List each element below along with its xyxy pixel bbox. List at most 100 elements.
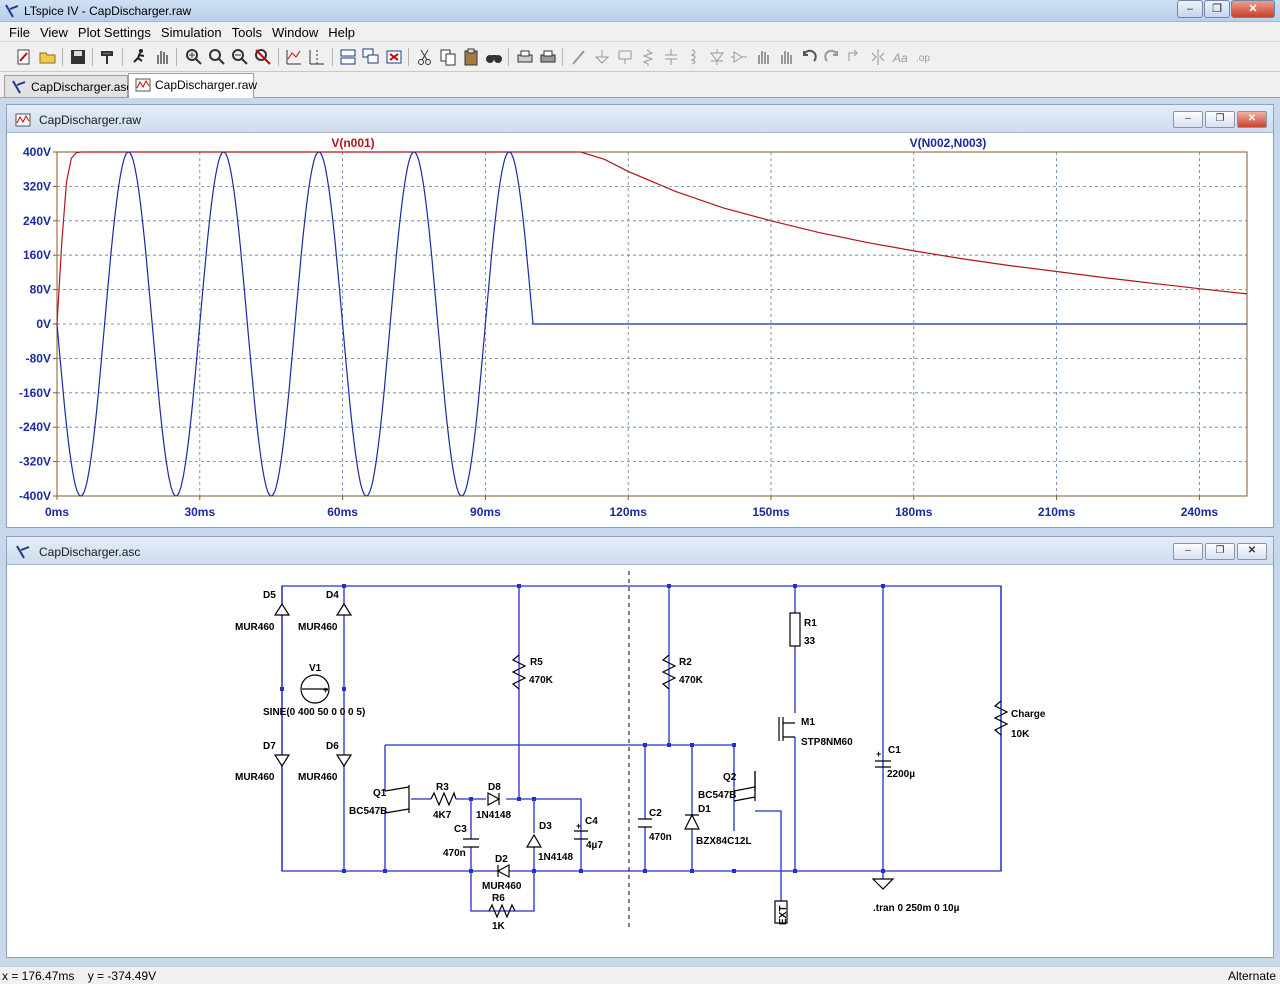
pan-icon[interactable] (207, 47, 227, 67)
close-windows-icon[interactable] (384, 47, 404, 67)
label-c2[interactable]: C2 (649, 808, 662, 819)
redo-icon[interactable] (822, 47, 842, 67)
zoom-fit-icon[interactable] (253, 47, 273, 67)
value-c2[interactable]: 470n (649, 832, 672, 843)
value-q2[interactable]: BC547B (698, 790, 736, 801)
find-icon[interactable] (484, 47, 504, 67)
menu-view[interactable]: View (39, 25, 68, 40)
value-d8[interactable]: 1N4148 (476, 810, 511, 821)
net-label-icon[interactable] (615, 47, 635, 67)
label-d8[interactable]: D8 (488, 782, 501, 793)
menu-tools[interactable]: Tools (231, 25, 262, 40)
value-d6[interactable]: MUR460 (298, 772, 338, 783)
diode-icon[interactable] (707, 47, 727, 67)
label-d3[interactable]: D3 (539, 821, 552, 832)
value-d4[interactable]: MUR460 (298, 622, 338, 633)
value-r3[interactable]: 4K7 (433, 810, 452, 821)
move-hand-icon[interactable] (753, 47, 773, 67)
label-q2[interactable]: Q2 (723, 772, 737, 783)
rotate-icon[interactable] (845, 47, 865, 67)
capacitor-icon[interactable] (661, 47, 681, 67)
trace-label-v-n001[interactable]: V(n001) (331, 136, 374, 150)
mirror-icon[interactable] (868, 47, 888, 67)
trace-label-v-n002-n003[interactable]: V(N002,N003) (910, 136, 987, 150)
menu-help[interactable]: Help (328, 25, 355, 40)
label-r6[interactable]: R6 (492, 893, 505, 904)
autorange-icon[interactable] (284, 47, 304, 67)
value-d3[interactable]: 1N4148 (538, 852, 573, 863)
minimize-button[interactable]: – (1173, 111, 1203, 128)
cut-icon[interactable] (415, 47, 435, 67)
value-c1[interactable]: 2200µ (887, 769, 915, 780)
value-q1[interactable]: BC547B (349, 806, 387, 817)
close-button[interactable]: ✕ (1231, 0, 1275, 18)
cursor-icon[interactable] (307, 47, 327, 67)
value-r1[interactable]: 33 (804, 636, 816, 647)
tab-waveform[interactable]: CapDischarger.raw (128, 73, 257, 98)
value-r6[interactable]: 1K (492, 921, 506, 932)
label-d7[interactable]: D7 (263, 741, 276, 752)
undo-icon[interactable] (799, 47, 819, 67)
value-m1[interactable]: STP8NM60 (801, 737, 853, 748)
menu-file[interactable]: File (9, 25, 30, 40)
label-charge[interactable]: Charge (1011, 709, 1046, 720)
halt-hand-icon[interactable] (152, 47, 172, 67)
text-icon[interactable]: Aa (891, 47, 911, 67)
value-d7[interactable]: MUR460 (235, 772, 275, 783)
label-r1[interactable]: R1 (804, 618, 817, 629)
tile-horizontal-icon[interactable] (338, 47, 358, 67)
component-icon[interactable] (730, 47, 750, 67)
menu-window[interactable]: Window (271, 25, 319, 40)
label-c3[interactable]: C3 (454, 824, 467, 835)
menu-plot-settings[interactable]: Plot Settings (77, 25, 151, 40)
cascade-icon[interactable] (361, 47, 381, 67)
new-schematic-icon[interactable] (14, 47, 34, 67)
value-charge[interactable]: 10K (1011, 729, 1030, 740)
print-preview-icon[interactable] (515, 47, 535, 67)
value-c4[interactable]: 4µ7 (586, 840, 603, 851)
value-r5[interactable]: 470K (529, 675, 554, 686)
label-q1[interactable]: Q1 (373, 788, 387, 799)
label-d6[interactable]: D6 (326, 741, 339, 752)
maximize-button[interactable]: ❐ (1204, 0, 1230, 18)
run-icon[interactable] (130, 47, 150, 67)
print-icon[interactable] (538, 47, 558, 67)
value-v1[interactable]: SINE(0 400 50 0 0 0 5) (263, 707, 365, 718)
draw-wire-icon[interactable] (569, 47, 589, 67)
label-d5[interactable]: D5 (263, 590, 276, 601)
close-button[interactable]: ✕ (1237, 111, 1267, 128)
label-r5[interactable]: R5 (530, 657, 543, 668)
label-d4[interactable]: D4 (326, 590, 339, 601)
value-c3[interactable]: 470n (443, 848, 466, 859)
minimize-button[interactable]: – (1177, 0, 1203, 18)
label-r3[interactable]: R3 (436, 782, 449, 793)
restore-button[interactable]: ❐ (1205, 543, 1235, 560)
port-ext-label[interactable]: EXT (778, 906, 789, 925)
restore-button[interactable]: ❐ (1205, 111, 1235, 128)
save-icon[interactable] (68, 47, 88, 67)
zoom-out-icon[interactable] (230, 47, 250, 67)
resistor-icon[interactable] (638, 47, 658, 67)
ground-icon[interactable] (592, 47, 612, 67)
label-d1[interactable]: D1 (698, 804, 711, 815)
schematic-canvas[interactable]: D5 MUR460 D4 MUR460 V1 SINE(0 400 50 0 0… (7, 565, 1273, 957)
spice-directive-tran[interactable]: .tran 0 250m 0 10µ (873, 903, 960, 914)
label-m1[interactable]: M1 (801, 717, 815, 728)
value-d5[interactable]: MUR460 (235, 622, 275, 633)
copy-icon[interactable] (438, 47, 458, 67)
menu-simulation[interactable]: Simulation (160, 25, 222, 40)
paste-icon[interactable] (461, 47, 481, 67)
label-r2[interactable]: R2 (679, 657, 692, 668)
value-d2[interactable]: MUR460 (482, 881, 522, 892)
tab-schematic[interactable]: CapDischarger.asc (4, 75, 132, 97)
zoom-in-icon[interactable] (184, 47, 204, 67)
label-d2[interactable]: D2 (495, 854, 508, 865)
drag-hand-icon[interactable] (776, 47, 796, 67)
minimize-button[interactable]: – (1173, 543, 1203, 560)
control-panel-hammer-icon[interactable] (98, 47, 118, 67)
close-button[interactable]: ✕ (1237, 543, 1267, 560)
label-v1[interactable]: V1 (309, 663, 322, 674)
value-r2[interactable]: 470K (679, 675, 704, 686)
label-c1[interactable]: C1 (888, 745, 901, 756)
